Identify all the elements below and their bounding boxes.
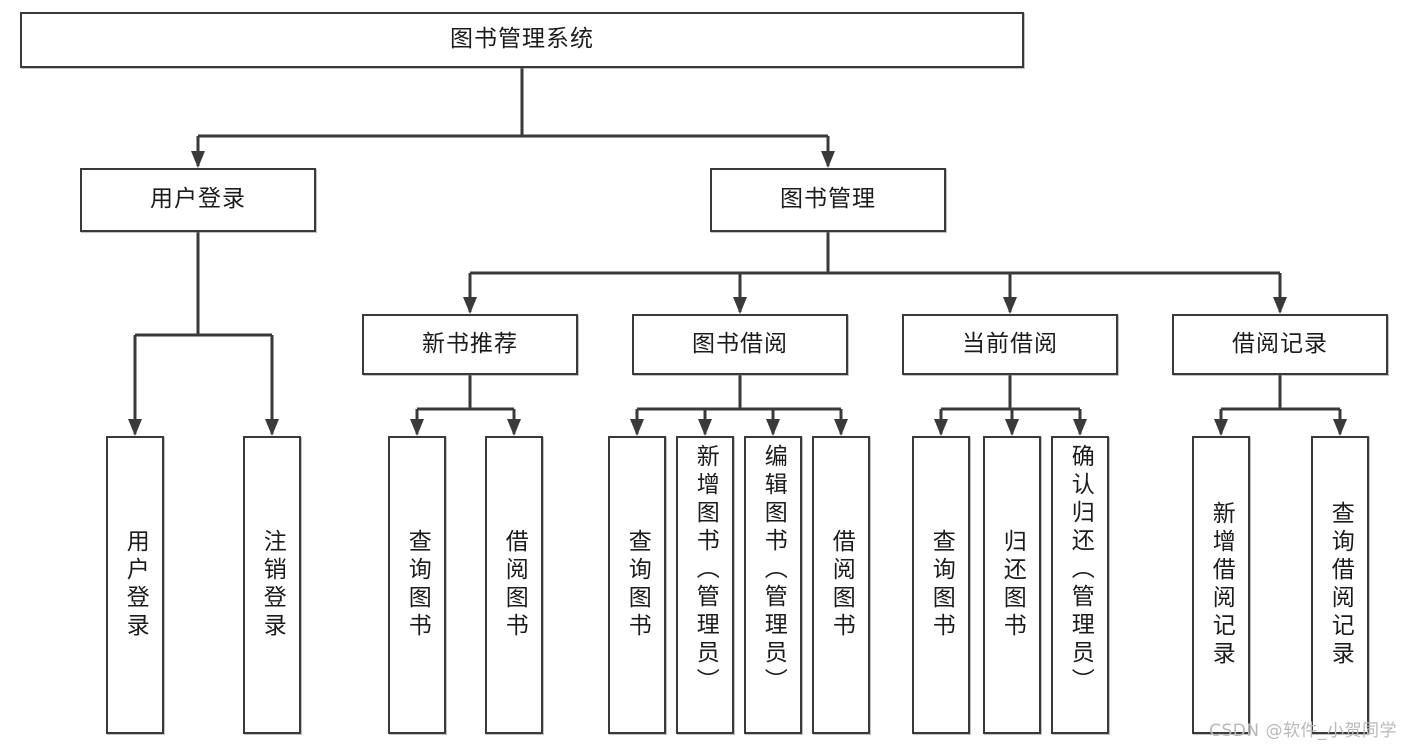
node-leaf-query-books-borrow[interactable]: 查询图书 [608, 436, 666, 734]
node-label: 图书借阅 [692, 330, 788, 357]
node-new-book-recommend[interactable]: 新书推荐 [362, 314, 578, 375]
node-label: 用户登录 [122, 529, 149, 641]
node-book-management[interactable]: 图书管理 [710, 168, 946, 232]
node-label: 编辑图书（管理员） [760, 444, 787, 696]
node-current-borrow[interactable]: 当前借阅 [902, 314, 1118, 375]
node-label: 查询图书 [928, 529, 955, 641]
node-leaf-add-borrow-record[interactable]: 新增借阅记录 [1192, 436, 1250, 734]
node-leaf-confirm-return-admin[interactable]: 确认归还（管理员） [1051, 436, 1109, 734]
node-leaf-query-books-recommend[interactable]: 查询图书 [388, 436, 446, 734]
node-label: 查询图书 [624, 529, 651, 641]
node-book-borrow[interactable]: 图书借阅 [632, 314, 848, 375]
node-leaf-borrow-book[interactable]: 借阅图书 [812, 436, 870, 734]
node-borrow-record[interactable]: 借阅记录 [1172, 314, 1388, 375]
node-label: 注销登录 [259, 529, 286, 641]
node-label: 当前借阅 [962, 330, 1058, 357]
node-title[interactable]: 图书管理系统 [20, 12, 1024, 68]
node-user-login[interactable]: 用户登录 [80, 168, 316, 232]
node-leaf-query-borrow-record[interactable]: 查询借阅记录 [1311, 436, 1369, 734]
node-label: 借阅图书 [828, 529, 855, 641]
node-leaf-query-books-current[interactable]: 查询图书 [912, 436, 970, 734]
node-leaf-return-book[interactable]: 归还图书 [983, 436, 1041, 734]
node-label: 借阅图书 [501, 529, 528, 641]
node-label: 确认归还（管理员） [1067, 444, 1094, 696]
node-label: 用户登录 [150, 186, 246, 213]
node-leaf-edit-book-admin[interactable]: 编辑图书（管理员） [744, 436, 802, 734]
csdn-watermark: CSDN @软件_小贺同学 [1209, 721, 1397, 741]
node-leaf-borrow-books-recommend[interactable]: 借阅图书 [485, 436, 543, 734]
node-leaf-user-login[interactable]: 用户登录 [106, 436, 164, 734]
node-label: 新书推荐 [422, 330, 518, 357]
node-label: 查询借阅记录 [1327, 501, 1354, 669]
node-leaf-add-book-admin[interactable]: 新增图书（管理员） [676, 436, 734, 734]
node-label: 新增借阅记录 [1208, 501, 1235, 669]
node-label: 归还图书 [999, 529, 1026, 641]
node-label: 图书管理 [780, 186, 876, 213]
node-leaf-logout-login[interactable]: 注销登录 [243, 436, 301, 734]
node-label: 借阅记录 [1232, 330, 1328, 357]
node-label: 新增图书（管理员） [692, 444, 719, 696]
node-label: 查询图书 [404, 529, 431, 641]
